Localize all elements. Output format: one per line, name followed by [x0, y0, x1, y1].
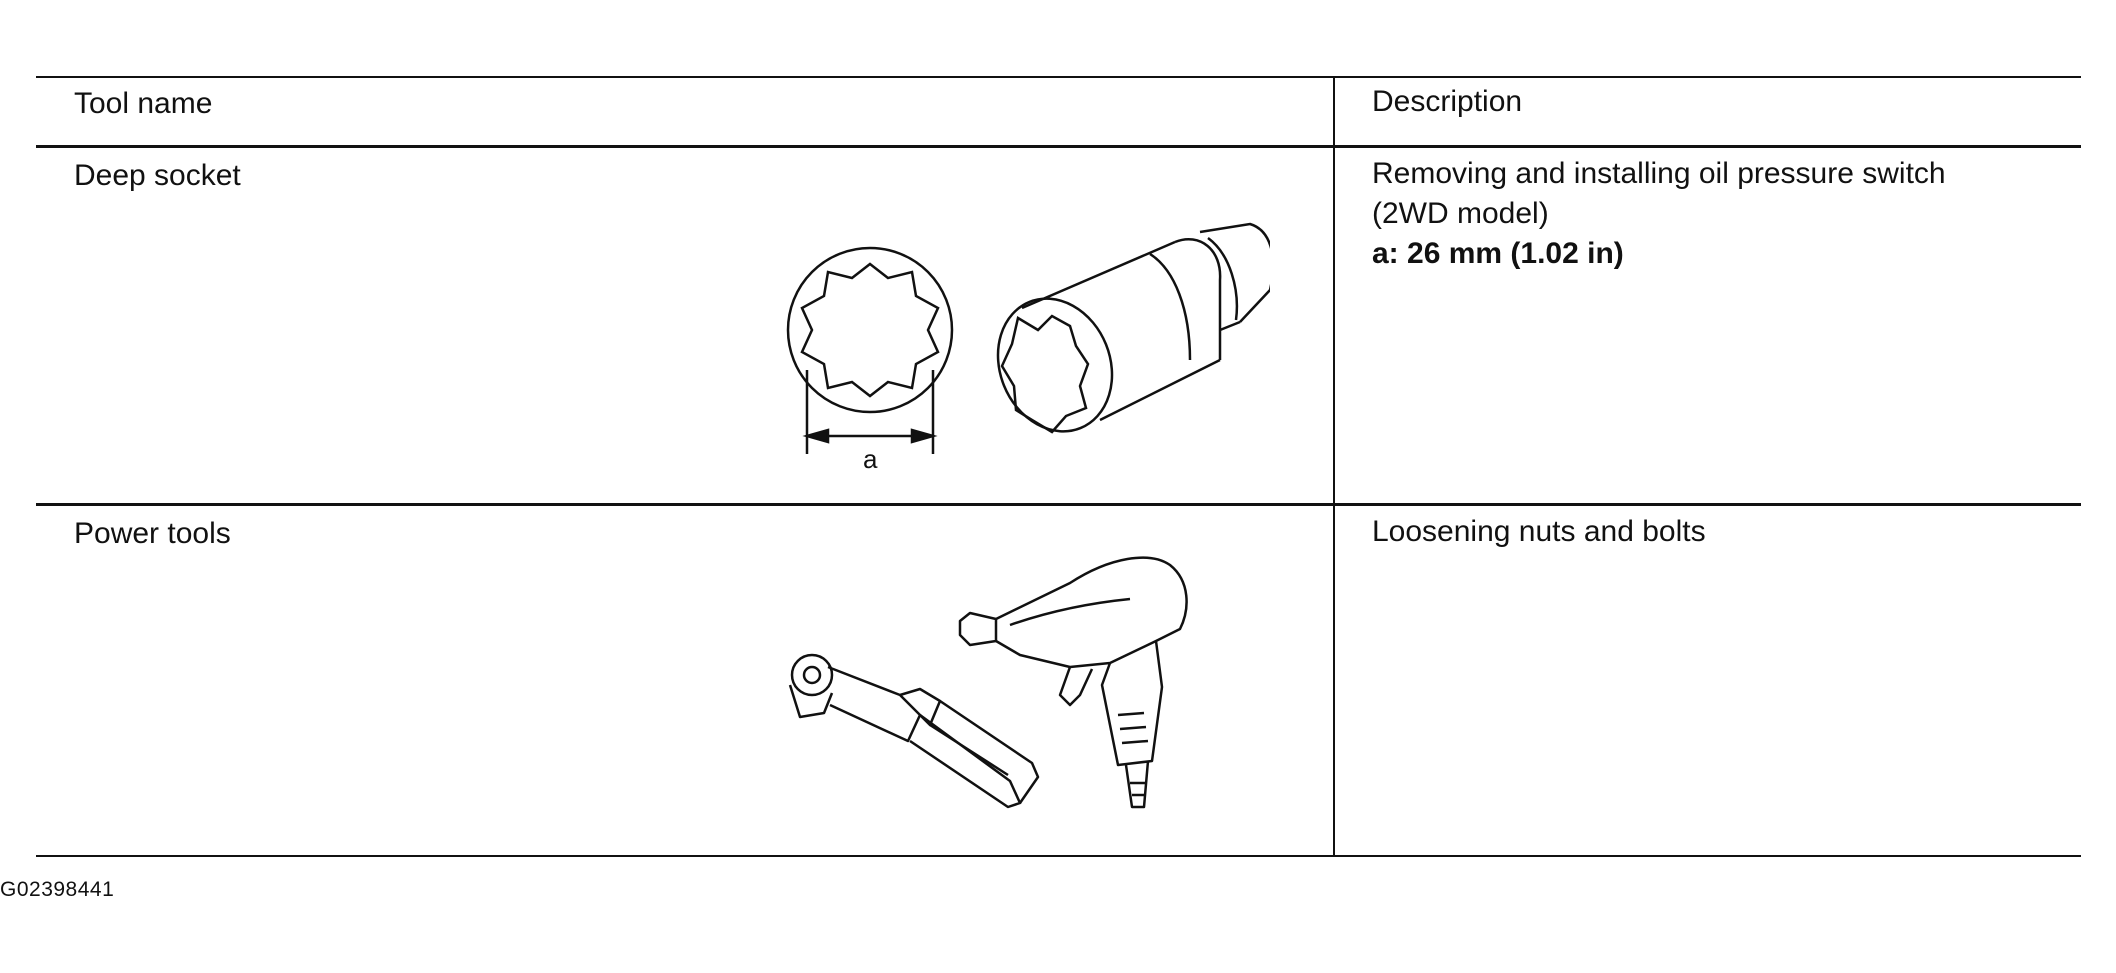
power-tools-icon — [788, 556, 1188, 809]
table-top-rule — [36, 76, 2081, 78]
description-loosening: Loosening nuts and bolts — [1372, 515, 1706, 548]
header-tool-name: Tool name — [74, 87, 213, 120]
description-line-1: Removing and installing oil pressure swi… — [1372, 157, 1946, 190]
table-bottom-rule — [36, 855, 2081, 857]
tool-name-deep-socket: Deep socket — [74, 159, 241, 192]
header-description: Description — [1372, 85, 1523, 118]
row-divider-rule — [36, 503, 2081, 506]
socket-spec: a: 26 mm (1.02 in) — [1372, 237, 1624, 270]
column-divider — [1333, 76, 1335, 856]
tool-name-power-tools: Power tools — [74, 517, 231, 550]
deep-socket-icon: a — [786, 222, 1270, 474]
description-line-2: (2WD model) — [1372, 197, 1549, 230]
header-bottom-rule — [36, 145, 2081, 148]
figure-id: G02398441 — [0, 878, 115, 901]
dimension-label-a: a — [863, 444, 878, 474]
